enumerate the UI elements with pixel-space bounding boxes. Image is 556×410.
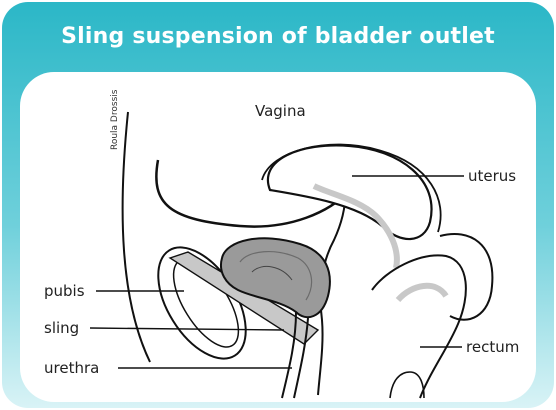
figure-title: Sling suspension of bladder outlet — [0, 24, 556, 49]
label-vagina: Vagina — [255, 102, 306, 120]
label-urethra: urethra — [44, 359, 99, 377]
label-rectum: rectum — [466, 338, 519, 356]
label-uterus: uterus — [468, 167, 516, 185]
label-sling: sling — [44, 319, 79, 337]
diagram-panel — [20, 72, 536, 402]
credit-text: Roula Drossis — [110, 90, 120, 150]
label-pubis: pubis — [44, 282, 85, 300]
